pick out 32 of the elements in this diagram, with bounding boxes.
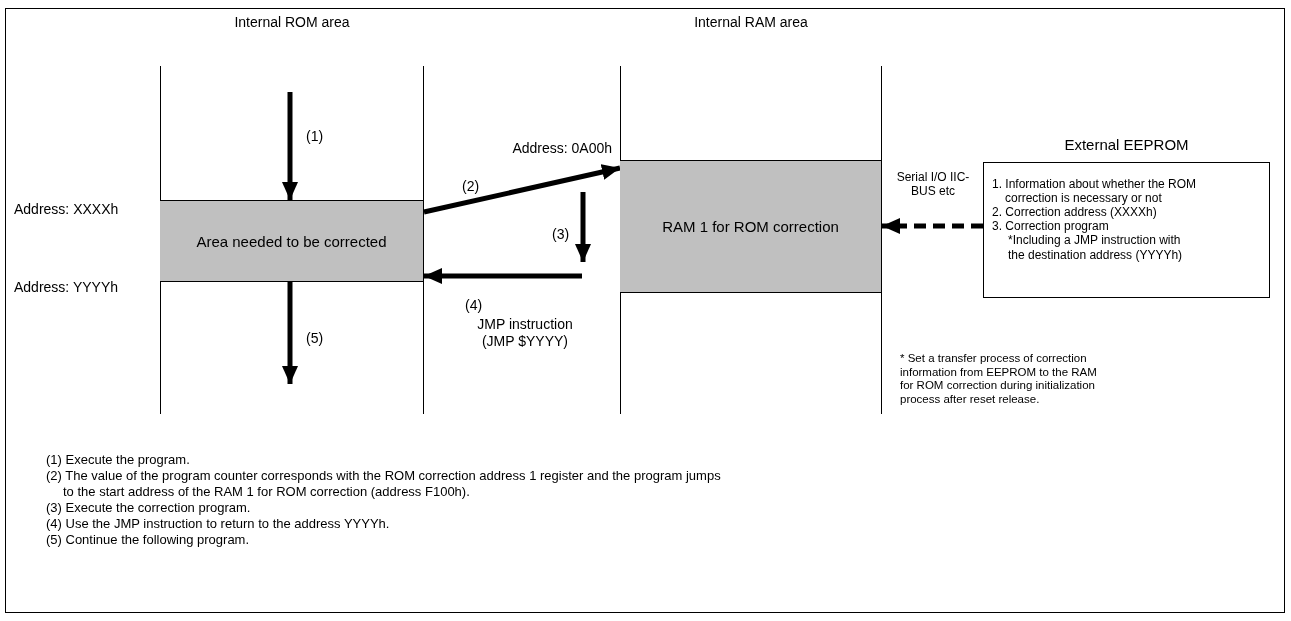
list-note: *Including a JMP instruction with the destination address (YYYYh) (1008, 233, 1184, 263)
step-description: (3) Execute the correction program. (46, 500, 251, 515)
block-label: Area needed to be corrected (196, 232, 387, 250)
list-item: 2. Correction address (XXXXh) (992, 205, 1158, 219)
arrow (424, 268, 582, 284)
dashed-arrow (882, 218, 983, 234)
step-description: (4) Use the JMP instruction to return to the address YYYYh. (46, 516, 390, 531)
step-description: (5) Continue the following program. (46, 532, 250, 547)
arrow (423, 164, 621, 215)
address-label: Address: XXXXh (14, 201, 120, 217)
arrow (282, 92, 298, 200)
step-number: (3) (552, 226, 570, 242)
memory-block (620, 160, 881, 293)
step-description: (2) The value of the program counter corresponds with the ROM correction address 1 register and the program jumps to the start address of the RAM 1 for ROM correction (address F100h). (46, 468, 722, 500)
edge-label: (5) (306, 330, 324, 346)
edge-label: Serial I/O IIC-BUS etc (896, 170, 970, 198)
edge-label: (2) (462, 178, 480, 194)
arrow (282, 282, 298, 384)
list-item: 1. Information about whether the ROM correction is necessary or not (992, 177, 1198, 205)
block-label: RAM 1 for ROM correction (662, 218, 839, 235)
instruction-label: JMP instruction (JMP $YYYY) (476, 316, 574, 350)
address-label: Address: 0A00h (511, 140, 612, 156)
column-heading: Internal RAM area (693, 14, 809, 30)
memory-block (160, 200, 423, 282)
note-text: * Set a transfer process of correction information from EEPROM to the RAM for ROM correction during initialization process after reset release. (900, 352, 1098, 406)
edge-label: (1) (306, 128, 324, 144)
edge-label: (4) (465, 297, 483, 313)
list-item: 3. Correction program (992, 219, 1110, 233)
box-heading: External EEPROM (1063, 136, 1190, 153)
step-description: (1) Execute the program. (46, 452, 190, 467)
address-label: Address: YYYYh (14, 279, 120, 295)
column-heading: Internal ROM area (233, 14, 351, 30)
